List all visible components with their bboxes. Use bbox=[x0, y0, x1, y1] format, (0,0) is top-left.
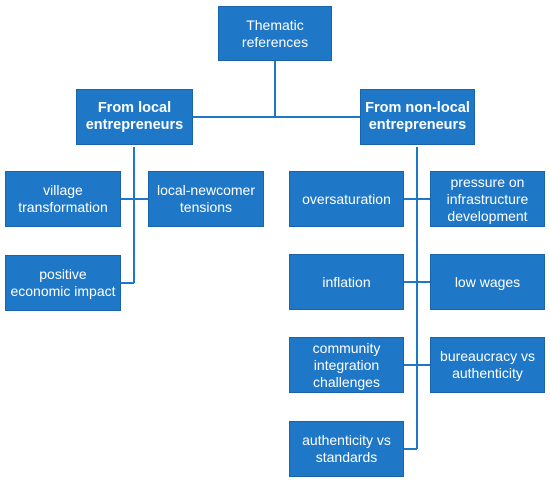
leaf-community-integration-challenges: community integration challenges bbox=[289, 337, 404, 393]
leaf-low-wages: low wages bbox=[430, 254, 545, 310]
leaf-authenticity-vs-standards: authenticity vs standards bbox=[289, 421, 404, 477]
branch-node-local: From local entrepreneurs bbox=[76, 89, 193, 145]
root-node: Thematic references bbox=[218, 6, 332, 61]
leaf-inflation: inflation bbox=[289, 254, 404, 310]
leaf-oversaturation: oversaturation bbox=[289, 171, 404, 227]
leaf-local-newcomer-tensions: local-newcomer tensions bbox=[148, 171, 264, 227]
leaf-bureaucracy-vs-authenticity: bureaucracy vs authenticity bbox=[430, 337, 545, 393]
leaf-village-transformation: village transformation bbox=[5, 171, 121, 227]
leaf-positive-economic-impact: positive economic impact bbox=[5, 255, 121, 311]
leaf-pressure-on-infrastructure: pressure on infrastructure development bbox=[430, 171, 545, 227]
branch-node-nonlocal: From non-local entrepreneurs bbox=[360, 89, 475, 145]
